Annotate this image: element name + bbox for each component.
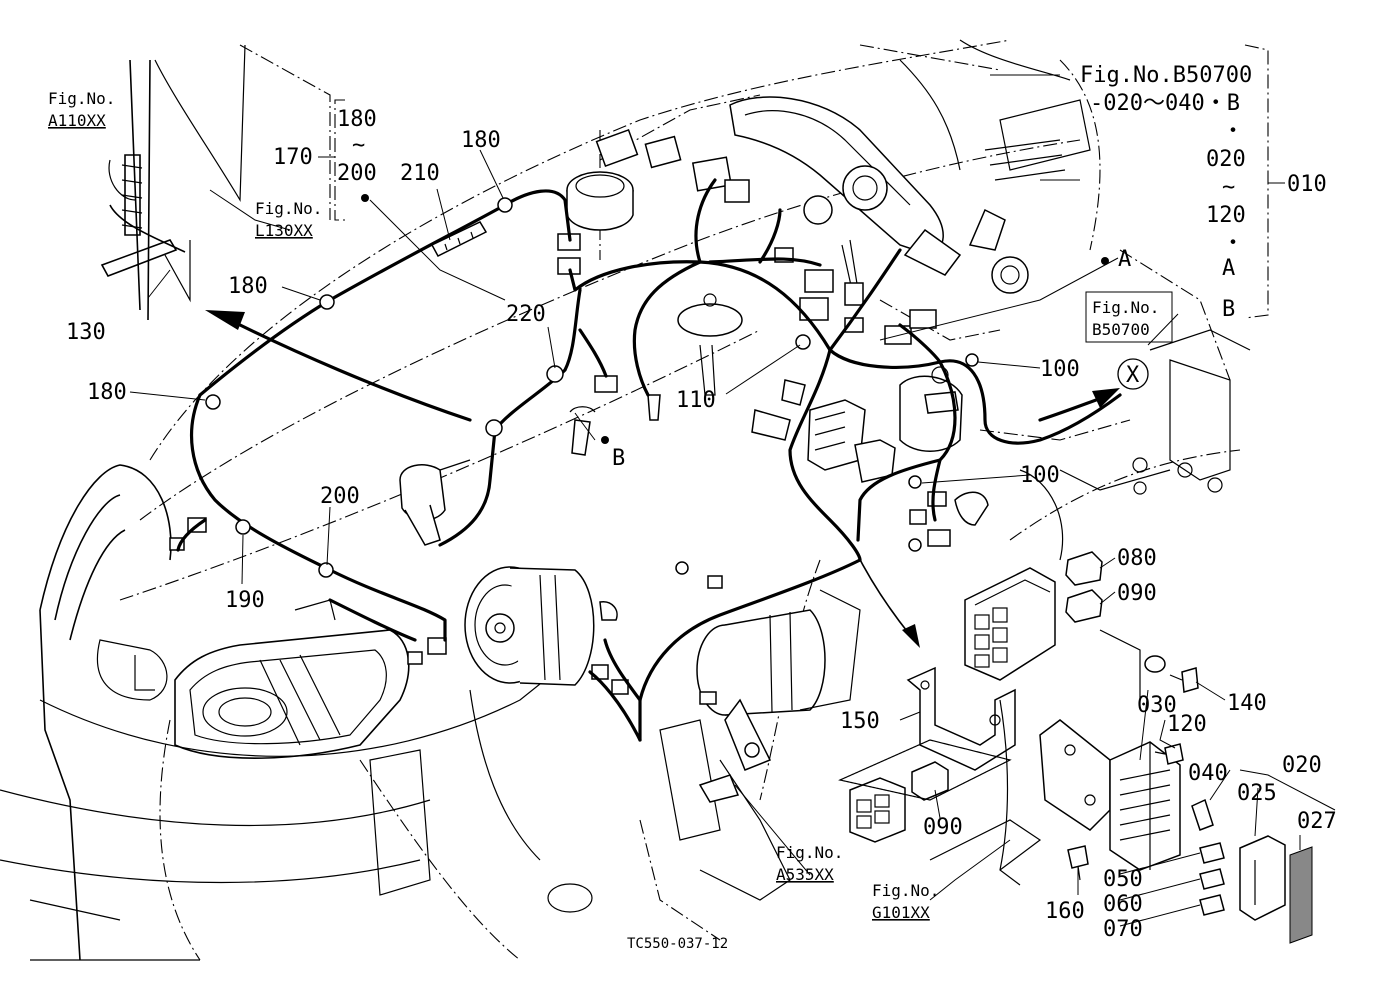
fuse-070 [1199,894,1225,916]
fuse-040 [1191,798,1214,831]
fig-ref-b50700-box [1085,291,1173,343]
label-110: 110 [676,388,716,413]
fig-ref-b50700-prefix: Fig.No. [1092,298,1159,317]
oil-pressure-switch [751,379,806,441]
bracket-150 [906,666,1016,771]
main-harness [176,178,1122,742]
chassis-right [899,39,1251,561]
fig-ref-a110-prefix: Fig.No. [48,89,115,108]
label-170: 170 [273,145,313,170]
socket-090-lower [838,739,1012,843]
lower-body [0,659,593,961]
label-090-upper: 090 [1117,581,1157,606]
label-160: 160 [1045,899,1085,924]
b50700-block-line1: Fig.No.B50700 [1080,63,1252,88]
label-range-tilde: ~ [352,133,365,158]
engine-block [659,589,861,901]
label-range-180: 180 [337,107,377,132]
fig-ref-g101-code: G101XX [872,903,930,922]
marker-b: B [612,446,625,471]
drawing-code: TC550-037-12 [627,936,728,952]
b50700-block-dot2: ・ [1222,231,1244,256]
fig-ref-a110-code: A110XX [48,111,106,130]
marker-x-circle [1117,358,1149,390]
label-200: 200 [320,484,360,509]
label-220: 220 [506,302,546,327]
b50700-block-line2: -020～040・B [1090,91,1240,116]
fuse-box-030 [1109,741,1181,871]
harness-connectors [169,129,989,705]
routing-arrows [205,310,1120,648]
label-080: 080 [1117,546,1157,571]
bolt-140 [1144,655,1199,693]
relay-cluster [807,366,963,483]
glow-plug [569,406,596,456]
marker-a: A [1118,247,1131,272]
alternator [464,566,618,686]
fig-ref-b50700-code: B50700 [1092,320,1150,339]
bolt-120 [1154,743,1184,765]
marker-x: X [1126,363,1140,388]
fig-ref-l130-code: L130XX [255,221,313,240]
label-120: 120 [1167,712,1207,737]
fuel-sensor [647,293,743,421]
b50700-block-tilde: ~ [1222,175,1235,200]
tractor-hood-outline [119,39,1241,961]
fuse-cover-025 [1239,835,1286,921]
label-060: 060 [1103,892,1143,917]
label-100-upper: 100 [1040,357,1080,382]
starter-motor [696,609,826,771]
label-190: 190 [225,588,265,613]
fig-ref-a535-code: A535XX [776,865,834,884]
label-180-hood: 180 [228,274,268,299]
instrument-panel [729,96,1029,294]
label-100-lower: 100 [1020,463,1060,488]
label-030: 030 [1137,693,1177,718]
label-027 [1289,846,1313,944]
label-180-left: 180 [87,380,127,405]
relay-socket [964,567,1056,681]
fig-ref-g101-prefix: Fig.No. [872,881,939,900]
cable-tie-130 [100,44,246,321]
label-070: 070 [1103,917,1143,942]
label-025: 025 [1237,781,1277,806]
b50700-block-line8: A [1222,256,1235,281]
leader-lines [129,74,1301,927]
relay-080 [1065,551,1103,586]
fuse-060 [1199,868,1225,890]
label-010: 010 [1287,172,1327,197]
label-150: 150 [840,709,880,734]
fig-ref-l130-prefix: Fig.No. [255,199,322,218]
fuel-cap [566,171,634,231]
label-140: 140 [1227,691,1267,716]
harness-clamps [205,197,979,578]
fuse-050 [1199,842,1225,864]
sub-harness-210 [430,221,488,257]
fuel-solenoid [399,459,471,546]
label-090-lower: 090 [923,815,963,840]
label-040: 040 [1188,761,1228,786]
mount-arm [999,629,1141,886]
label-130: 130 [66,320,106,345]
b50700-block-line4: 020 [1206,147,1246,172]
fig-ref-a535-prefix: Fig.No. [776,843,843,862]
label-050: 050 [1103,867,1143,892]
label-027: 027 [1297,809,1337,834]
label-180-top: 180 [461,128,501,153]
relay-090-upper [1065,589,1103,623]
label-020: 020 [1282,753,1322,778]
headlamp [174,599,410,759]
b50700-block-line6: 120 [1206,203,1246,228]
label-range-200: 200 [337,161,377,186]
b50700-block-dot1: ・ [1222,119,1244,144]
label-210: 210 [400,161,440,186]
b50700-block-line10: B [1222,297,1235,322]
range-brackets [318,44,1336,811]
front-grille [39,464,172,961]
